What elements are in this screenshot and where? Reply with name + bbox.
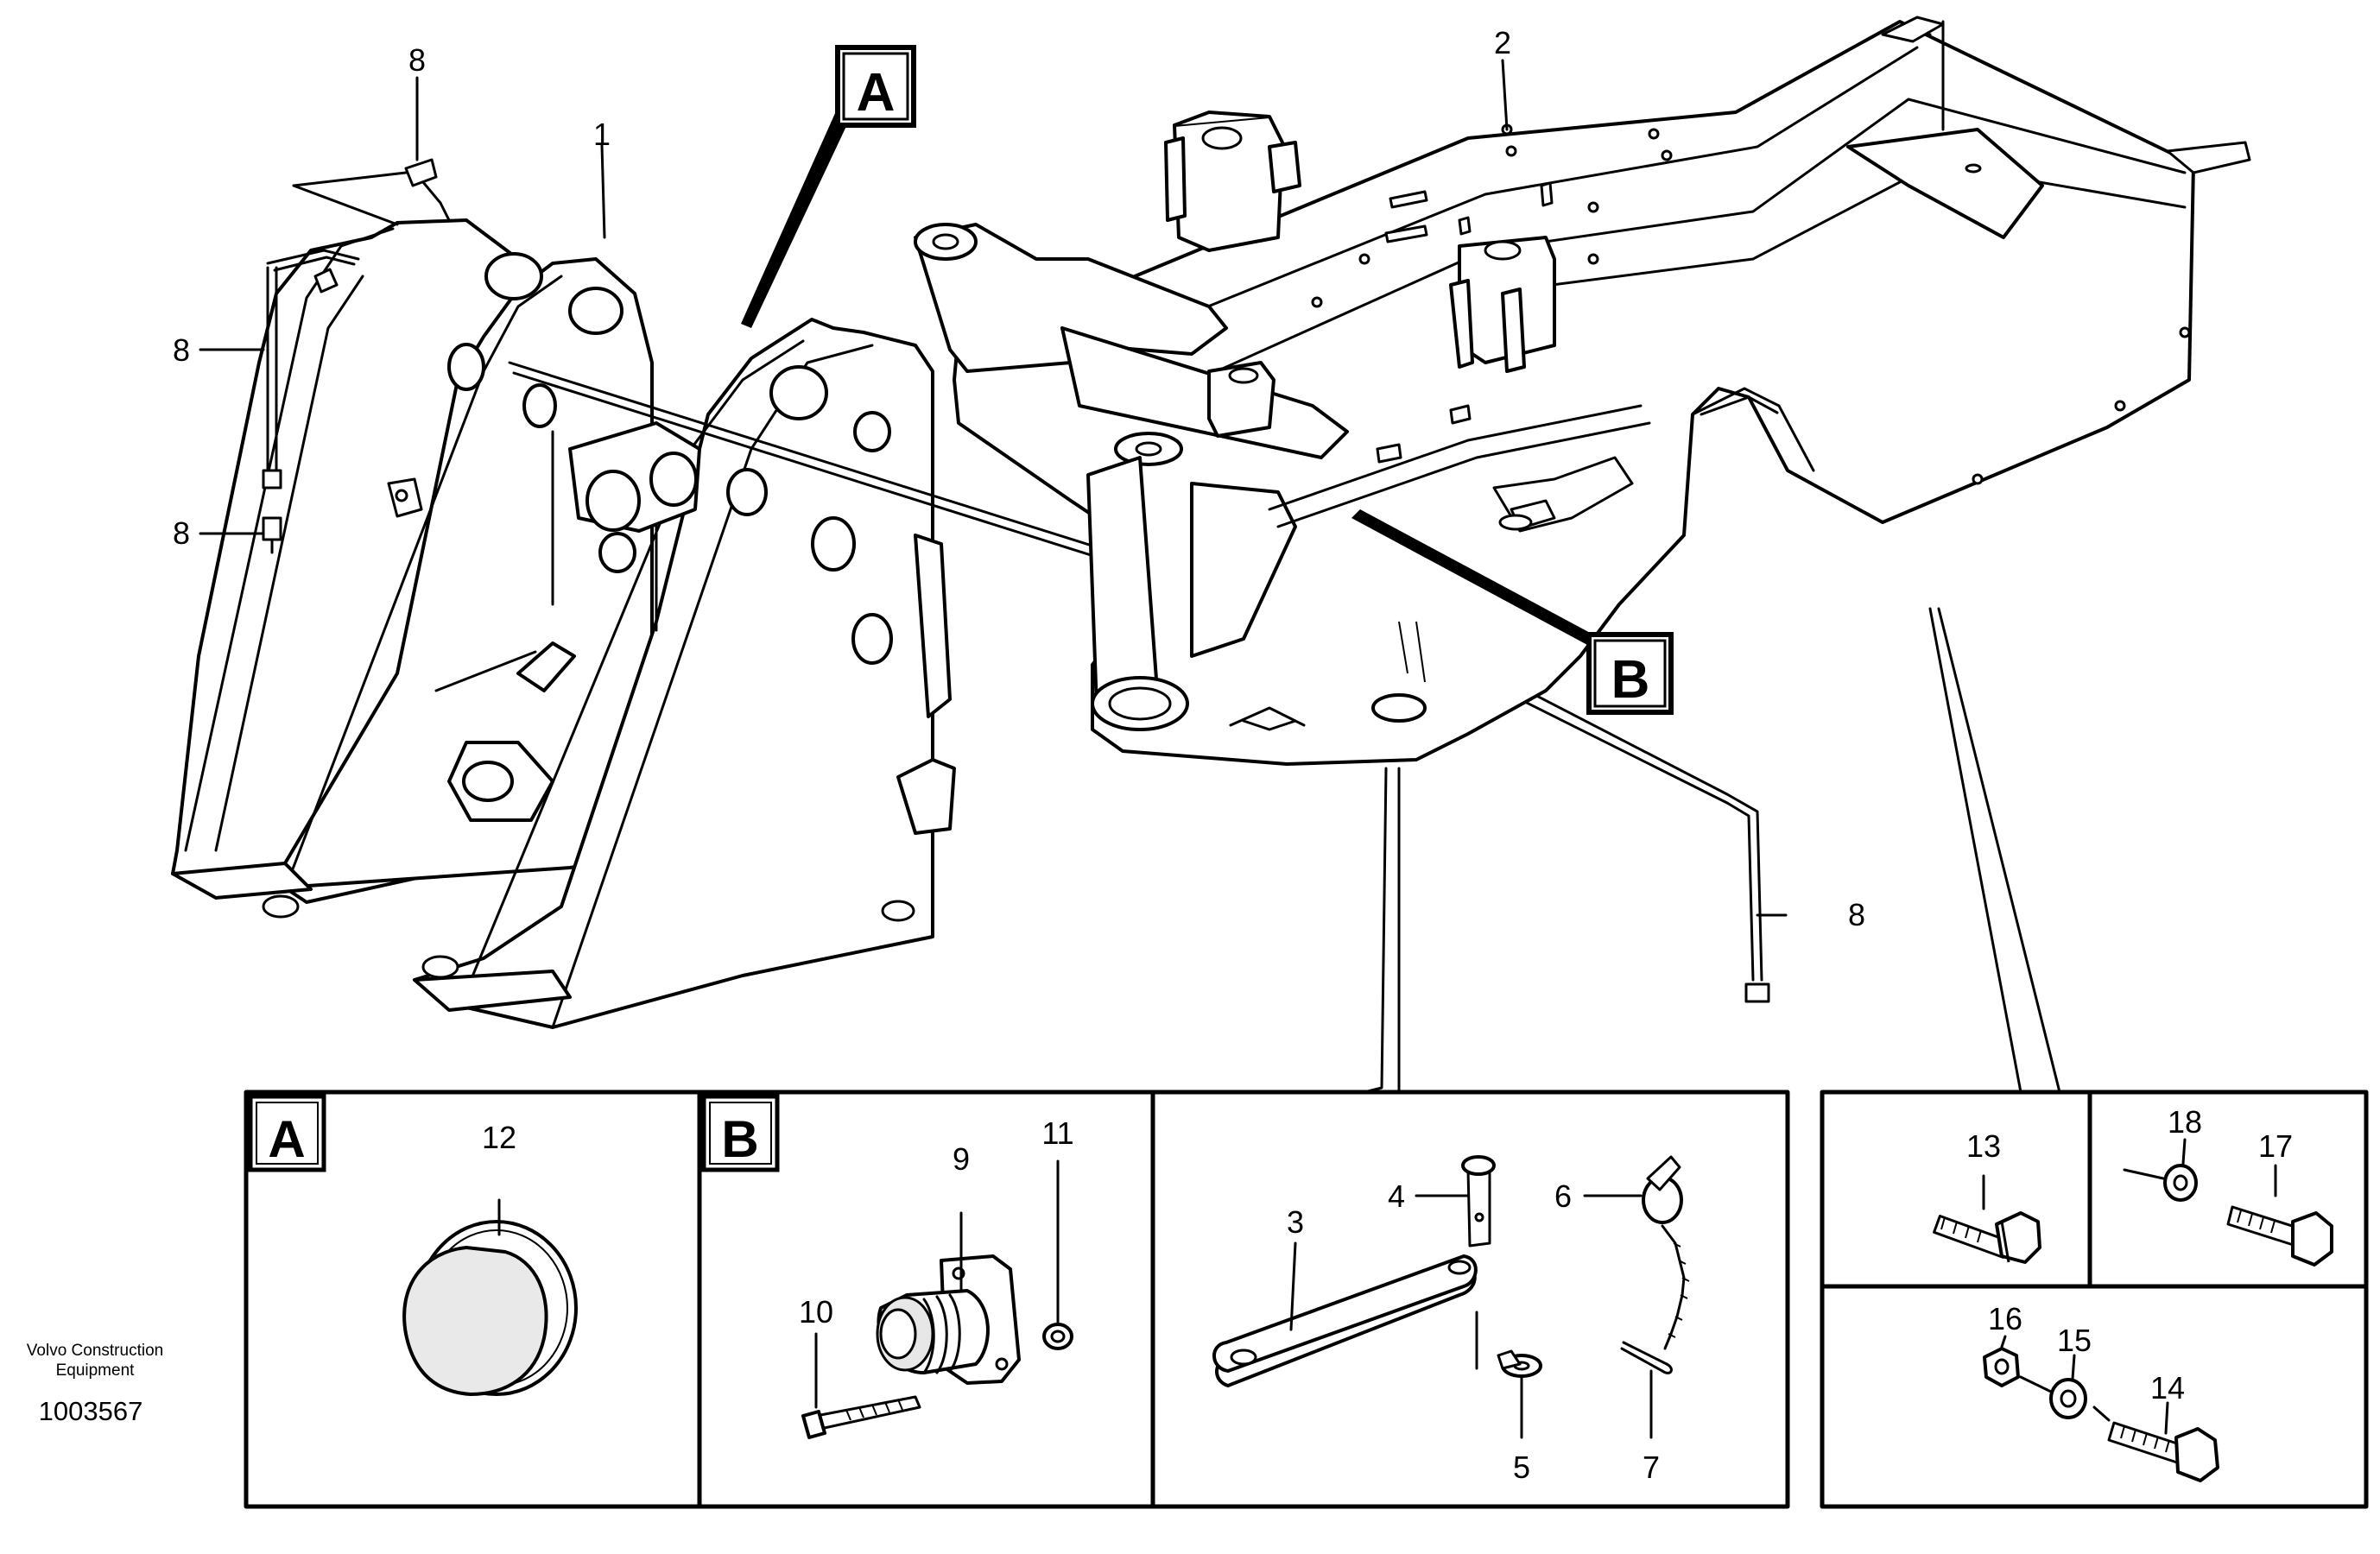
brand-line-1: Volvo Construction: [27, 1342, 163, 1360]
callout-11: 11: [1041, 1115, 1073, 1151]
callout-6: 6: [1554, 1178, 1572, 1214]
callout-2: 2: [1494, 25, 1511, 60]
callout-10: 10: [799, 1294, 833, 1330]
detail-marker-a: A: [835, 45, 916, 128]
callout-9: 9: [953, 1141, 970, 1177]
callout-8-right: 8: [1848, 897, 1865, 932]
pin-part-4: 4: [1388, 1155, 1496, 1248]
hose-assembly-upper: [262, 158, 451, 554]
rear-frame-drawing: [914, 16, 2251, 766]
panel-a-marker: A: [268, 1110, 305, 1168]
nut-part-16: 16: [1983, 1301, 2022, 1387]
screw-part-17: 17: [2226, 1128, 2333, 1267]
cotter-part-7: 7: [1620, 1341, 1673, 1485]
callout-15: 15: [2057, 1323, 2092, 1358]
lock-pin-part-6: 6: [1554, 1155, 1690, 1350]
leader-lines: [199, 59, 2061, 1094]
callout-8-nipple: 8: [173, 515, 190, 551]
screw-part-13: 13: [1933, 1128, 2041, 1264]
nut-part-11: 11: [1041, 1115, 1074, 1350]
callout-1: 1: [593, 117, 611, 152]
connector-part-9: 9: [876, 1141, 1021, 1385]
detail-marker-a-label: A: [857, 63, 896, 123]
washer-part-5: 5: [1497, 1349, 1542, 1485]
washer-part-15: 15: [2019, 1323, 2092, 1419]
callout-4: 4: [1388, 1178, 1405, 1214]
screw-part-10: 10: [799, 1294, 921, 1439]
screw-part-14: 14: [2092, 1370, 2219, 1482]
cap-part-12: 12: [402, 1120, 578, 1397]
brand-line-2: Equipment: [56, 1361, 136, 1380]
callout-7: 7: [1643, 1450, 1660, 1485]
callout-8-left: 8: [173, 332, 190, 368]
callout-12: 12: [482, 1120, 516, 1155]
washer-part-18: 18: [2123, 1104, 2202, 1202]
detail-marker-b-label: B: [1611, 650, 1650, 710]
callout-16: 16: [1988, 1301, 2022, 1336]
panel-b-marker: B: [721, 1110, 758, 1168]
callout-8-top: 8: [408, 42, 426, 78]
document-number: 1003567: [39, 1396, 143, 1426]
detail-marker-b: B: [1586, 632, 1674, 715]
detail-panels: A B: [244, 1090, 2369, 1509]
callout-14: 14: [2150, 1370, 2185, 1406]
front-frame-drawing: [171, 218, 956, 1029]
callout-5: 5: [1513, 1450, 1530, 1485]
callout-3: 3: [1287, 1204, 1304, 1240]
callout-18: 18: [2168, 1104, 2202, 1140]
callout-13: 13: [1966, 1128, 2001, 1164]
link-part-3: 3: [1212, 1204, 1478, 1387]
callout-17: 17: [2258, 1128, 2293, 1164]
